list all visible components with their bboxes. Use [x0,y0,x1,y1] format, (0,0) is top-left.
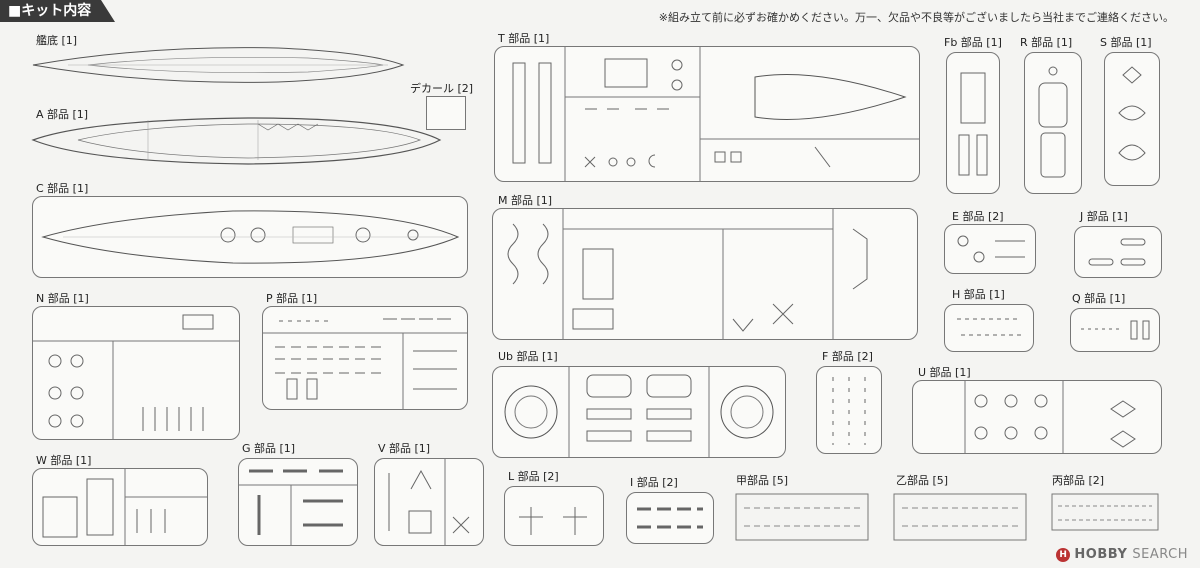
sprue-n [32,306,240,440]
sprue-h [944,304,1034,352]
j-parts-drawing [1088,238,1146,266]
sprue-r [1024,52,1082,194]
l-parts-drawing [519,507,587,535]
part-label-r: R 部品 [1] [1020,36,1073,49]
part-label-f: F 部品 [2] [822,350,873,363]
part-label-n: N 部品 [1] [36,292,89,305]
part-label-i: I 部品 [2] [630,476,678,489]
watermark-suffix: SEARCH [1132,547,1188,562]
v-parts-drawing [388,459,470,545]
hobbysearch-logo-icon: H [1056,547,1071,562]
part-label-hei: 丙部品 [2] [1052,474,1105,487]
sprue-q [1070,308,1160,352]
sprue-i [626,492,714,544]
sprue-c [32,196,468,278]
part-label-e: E 部品 [2] [952,210,1004,223]
h-parts-drawing [957,318,1021,336]
sprue-t [494,46,920,182]
decal-sheet [426,96,466,130]
sprue-s [1104,52,1160,186]
part-label-g: G 部品 [1] [242,442,296,455]
sprue-g [238,458,358,546]
hei-parts-drawing [1051,493,1159,531]
t-parts-drawing [512,47,919,181]
sprue-ub [492,366,786,458]
part-label-decal: デカール [2] [410,82,474,95]
s-parts-drawing [1118,66,1146,161]
ub-parts-drawing [504,367,774,457]
part-label-q: Q 部品 [1] [1072,292,1126,305]
fb-parts-drawing [958,72,988,176]
part-label-c: C 部品 [1] [36,182,89,195]
section-title: ■キット内容 [0,0,116,22]
sprue-m [492,208,918,340]
sprue-l [504,486,604,546]
part-label-s: S 部品 [1] [1100,36,1152,49]
part-label-h: H 部品 [1] [952,288,1005,301]
part-label-a: A 部品 [1] [36,108,89,121]
part-label-hull-bottom: 艦底 [1] [36,34,78,47]
sprue-w [32,468,208,546]
part-label-ub: Ub 部品 [1] [498,350,558,363]
n-parts-drawing [33,314,239,439]
e-parts-drawing [957,235,1025,263]
sprue-j [1074,226,1162,278]
i-parts-drawing [637,507,703,529]
part-label-m: M 部品 [1] [498,194,553,207]
part-label-kou: 甲部品 [5] [736,474,789,487]
part-label-fb: Fb 部品 [1] [944,36,1002,49]
m-parts-drawing [507,209,868,339]
sprue-f [816,366,882,454]
w-parts-drawing [42,469,207,545]
part-label-otsu: 乙部品 [5] [896,474,949,487]
part-label-v: V 部品 [1] [378,442,431,455]
q-parts-drawing [1081,320,1150,340]
c-deck-drawing [41,210,460,264]
part-label-w: W 部品 [1] [36,454,92,467]
sprue-fb [946,52,1000,194]
kou-parts-drawing [735,493,869,541]
a-parts-drawing [31,117,442,165]
notice-text: ※組み立て前に必ずお確かめください。万一、欠品や不良等がございましたら当社までご… [658,11,1174,24]
r-parts-drawing [1038,66,1068,178]
part-label-u: U 部品 [1] [918,366,971,379]
part-label-t: T 部品 [1] [498,32,550,45]
sprue-u [912,380,1162,454]
part-label-j: J 部品 [1] [1080,210,1128,223]
sprue-v [374,458,484,546]
p-parts-drawing [263,318,467,409]
hull-bottom-drawing [32,47,405,83]
sprue-e [944,224,1036,274]
f-parts-drawing [832,377,866,445]
watermark-brand: HOBBY [1074,547,1128,562]
sprue-p [262,306,468,410]
part-label-l: L 部品 [2] [508,470,559,483]
part-label-p: P 部品 [1] [266,292,318,305]
g-parts-drawing [239,469,357,545]
u-parts-drawing [964,381,1136,453]
otsu-parts-drawing [893,493,1027,541]
